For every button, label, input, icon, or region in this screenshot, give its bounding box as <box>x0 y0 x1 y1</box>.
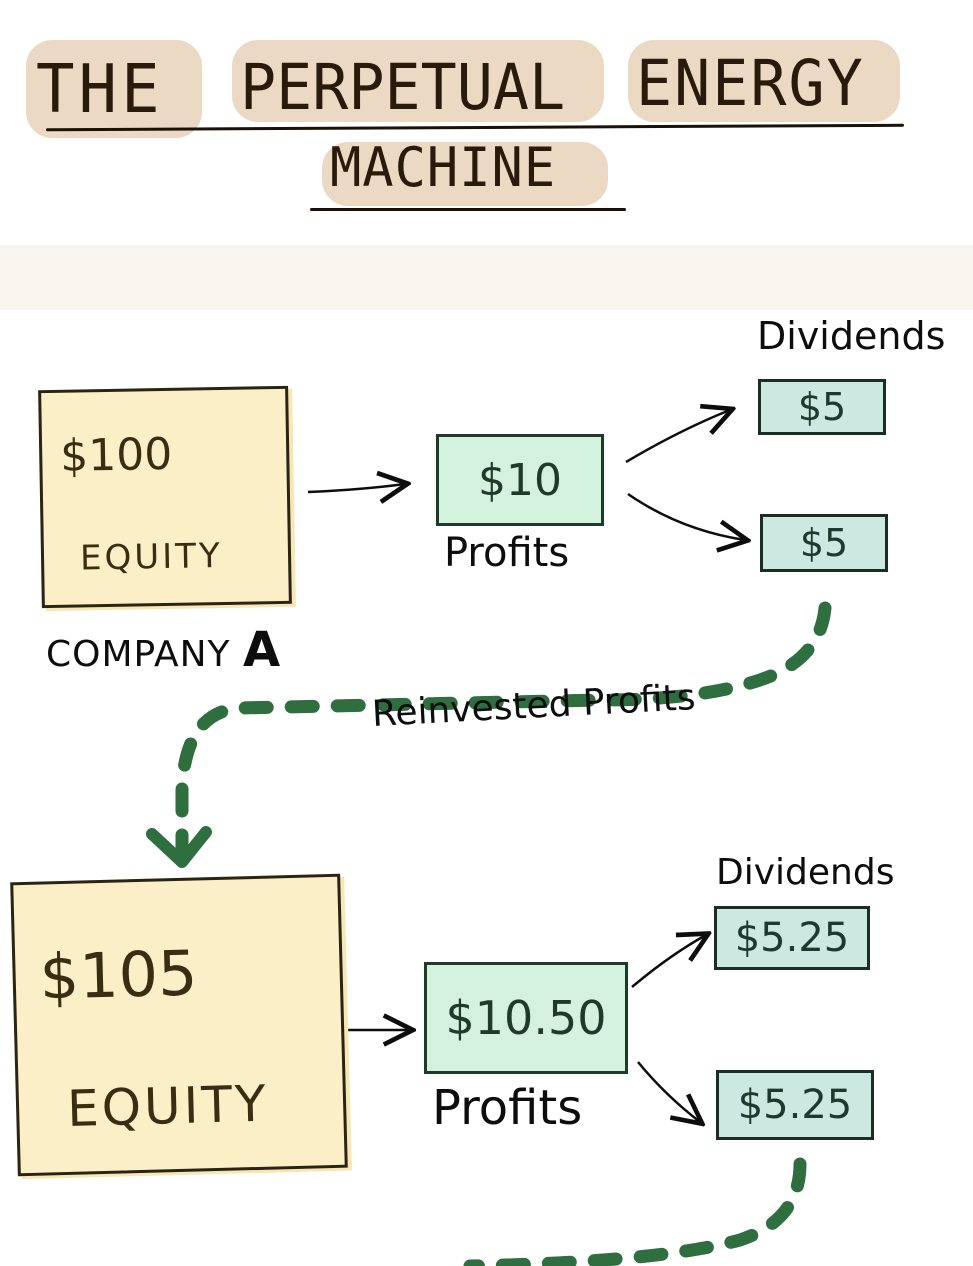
equity-label-2: EQUITY <box>66 1074 270 1138</box>
reinvest-dashed-arrow <box>175 601 832 859</box>
dividend-box-top-2: $5.25 <box>714 906 870 970</box>
separator-band <box>0 245 973 310</box>
dividends-label-1: Dividends <box>757 314 946 358</box>
company-letter: A <box>242 622 282 678</box>
dividends-label-2: Dividends <box>716 852 895 893</box>
arrow-profit-to-dividend-bottom-2 <box>637 1061 700 1122</box>
dividend-box-bottom-2: $5.25 <box>716 1070 874 1140</box>
profit-label-2: Profits <box>432 1080 583 1136</box>
company-word: COMPANY <box>46 634 231 675</box>
profit-box-2: $10.50 <box>424 962 628 1074</box>
arrow-profit-to-dividend-bottom-1 <box>627 492 745 540</box>
arrow-equity-to-profit-1 <box>307 484 405 492</box>
dividend-box-top-1: $5 <box>758 379 886 435</box>
title-highlight-energy <box>628 40 900 122</box>
arrow-profit-to-dividend-top-1 <box>625 410 730 464</box>
reinvest-arrowhead <box>146 826 212 868</box>
title-word-perpetual: PERPETUAL <box>240 51 566 125</box>
title-highlight-perpetual <box>232 40 604 122</box>
equity-box-2: $105 EQUITY <box>10 873 348 1177</box>
arrow-profit-to-dividend-top-2 <box>631 935 706 988</box>
title-highlight-the <box>26 40 202 138</box>
reinvest-dashed-arrow-2 <box>463 1157 807 1266</box>
company-label: COMPANY A <box>46 622 281 678</box>
dividend-box-bottom-1: $5 <box>760 514 888 572</box>
title-highlight-machine <box>322 142 608 206</box>
title-word-the: THE <box>36 51 164 129</box>
equity-amount-1: $100 <box>59 428 173 482</box>
equity-amount-2: $105 <box>38 936 199 1014</box>
title-word-energy: ENERGY <box>636 47 865 121</box>
equity-label-1: EQUITY <box>79 536 224 579</box>
profit-box-1: $10 <box>436 434 604 526</box>
equity-box-1: $100 EQUITY <box>38 385 292 609</box>
profit-label-1: Profits <box>444 530 570 576</box>
title-underline-2 <box>310 208 626 211</box>
title-word-machine: MACHINE <box>330 136 557 200</box>
